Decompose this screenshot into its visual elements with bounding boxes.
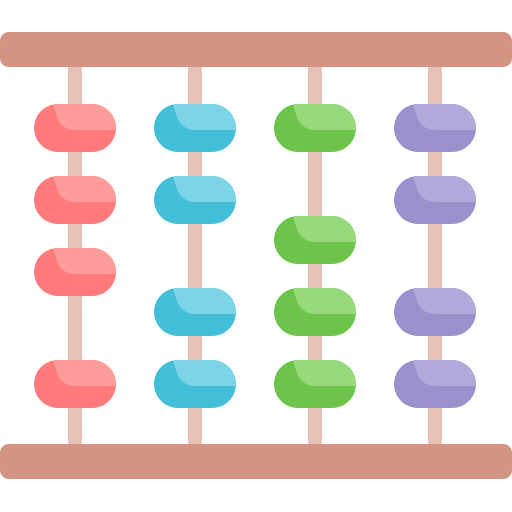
- abacus-bead-red: [34, 248, 116, 296]
- abacus-bead-purple: [394, 104, 476, 152]
- abacus-rod-purple: [428, 60, 442, 452]
- abacus-bead-blue: [154, 176, 236, 224]
- abacus-frame-top: [0, 32, 512, 67]
- abacus-bead-green: [274, 104, 356, 152]
- abacus-bead-red: [34, 360, 116, 408]
- abacus-bead-purple: [394, 360, 476, 408]
- abacus-bead-purple: [394, 176, 476, 224]
- abacus-bead-blue: [154, 104, 236, 152]
- abacus-beads: [34, 104, 476, 408]
- abacus-bead-blue: [154, 288, 236, 336]
- abacus-bead-green: [274, 360, 356, 408]
- abacus-bead-blue: [154, 360, 236, 408]
- abacus-bead-purple: [394, 288, 476, 336]
- abacus-bead-red: [34, 176, 116, 224]
- abacus-bead-green: [274, 216, 356, 264]
- abacus-bead-red: [34, 104, 116, 152]
- abacus-rod-blue: [188, 60, 202, 452]
- abacus-bead-green: [274, 288, 356, 336]
- abacus-rods: [68, 60, 442, 452]
- abacus-frame-bottom: [0, 444, 512, 479]
